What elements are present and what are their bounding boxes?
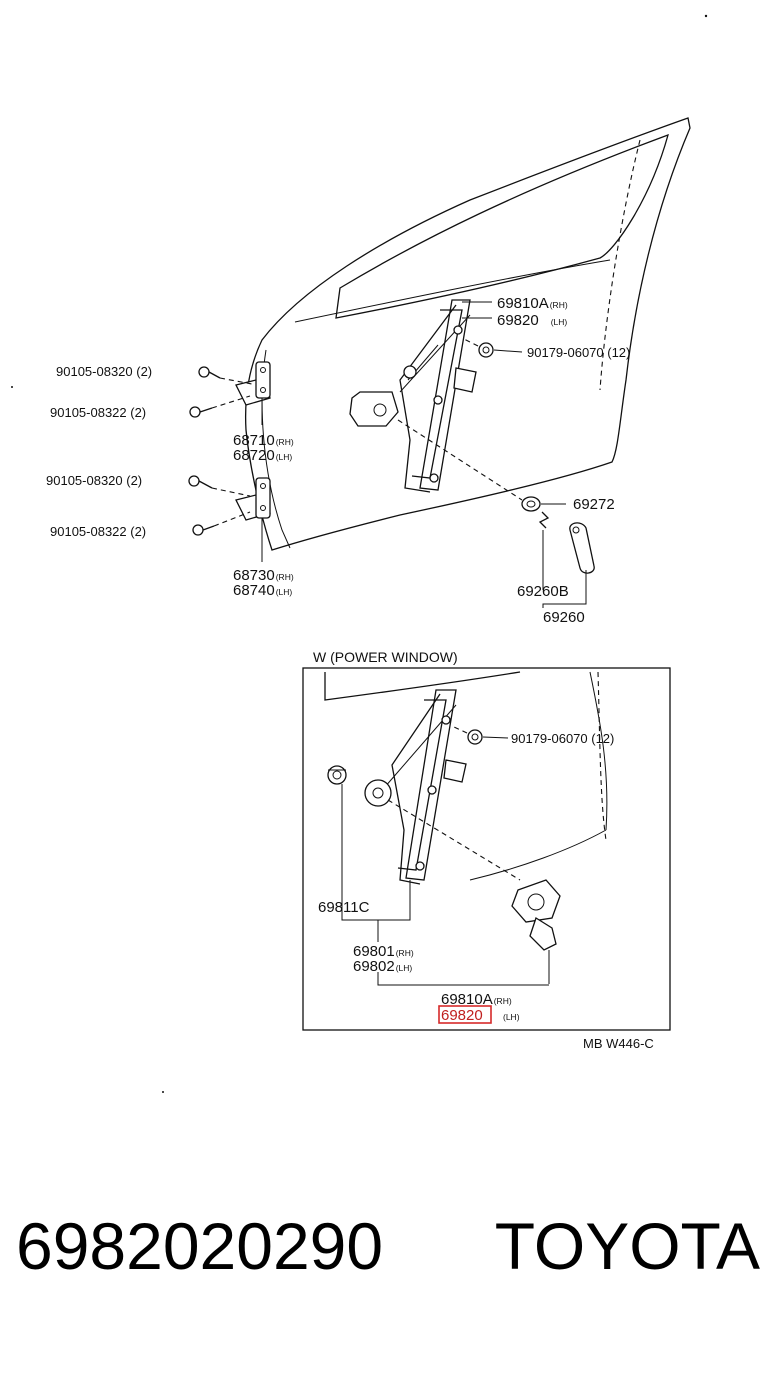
bolt-lower-b-icon xyxy=(192,511,251,536)
label-inset-regulator-rh: 69810A(RH) xyxy=(441,991,512,1008)
footer: 6982020290 TOYOTA xyxy=(0,1210,776,1330)
bolt-upper-a-icon xyxy=(198,366,253,385)
label-inset-nut: 90179-06070 (12) xyxy=(511,731,614,746)
window-regulator-power xyxy=(364,689,521,885)
diagram-code: MB W446-C xyxy=(583,1036,654,1051)
nut-upper-icon xyxy=(461,337,523,358)
label-motor-sub: 69811C xyxy=(318,899,370,916)
label-hinge-lower-lh: 68740(LH) xyxy=(233,582,292,599)
label-handle-sub: 69260B xyxy=(517,583,569,600)
label-handle: 69260 xyxy=(543,609,585,626)
washer-icon xyxy=(521,496,566,512)
label-bolt-lower-b: 90105-08322 (2) xyxy=(50,524,146,539)
label-bolt-upper-b: 90105-08322 (2) xyxy=(50,405,146,420)
diagram-drawing: 69810A(RH) 69820(LH) 90179-06070 (12) 90… xyxy=(11,14,708,1093)
inset-door-outline xyxy=(324,671,608,881)
inset-title: W (POWER WINDOW) xyxy=(313,649,458,665)
bolt-icons xyxy=(188,366,253,536)
parts-diagram: 69810A(RH) 69820(LH) 90179-06070 (12) 90… xyxy=(11,14,708,1093)
label-bolt-upper-a: 90105-08320 (2) xyxy=(56,364,152,379)
brand-name: TOYOTA xyxy=(494,1209,760,1283)
lower-hinge-icon xyxy=(235,477,271,562)
label-hinge-upper-lh: 68720(LH) xyxy=(233,447,292,464)
window-motor-icon xyxy=(511,879,561,984)
part-number: 6982020290 xyxy=(16,1209,384,1283)
label-hinge-lower-rh: 68730(RH) xyxy=(233,567,294,584)
inset-nut-icon xyxy=(451,725,509,745)
label-inset-regulator-lh-highlighted: 69820 xyxy=(441,1007,483,1024)
highlight-box xyxy=(438,1005,492,1024)
label-nut-top: 90179-06070 (12) xyxy=(527,345,630,360)
label-hinge-upper-rh: 68710(RH) xyxy=(233,432,294,449)
clip-icon xyxy=(538,511,550,590)
label-regulator-lh: 69820(LH) xyxy=(497,312,567,329)
label-regulator-rh: 69810A(RH) xyxy=(497,295,568,312)
upper-hinge-icon xyxy=(235,361,271,425)
inset-frame xyxy=(302,667,671,1031)
window-regulator-manual xyxy=(349,299,523,501)
label-inset-lh-suffix: (LH) xyxy=(503,1012,520,1022)
label-washer: 69272 xyxy=(573,496,615,513)
label-motor-lh: 69802(LH) xyxy=(353,958,412,975)
bolt-lower-a-icon xyxy=(188,475,251,497)
drum-gear-icon xyxy=(327,765,347,905)
label-motor-rh: 69801(RH) xyxy=(353,943,414,960)
window-crank-handle-icon xyxy=(542,522,595,608)
label-bolt-lower-a: 90105-08320 (2) xyxy=(46,473,142,488)
bolt-upper-b-icon xyxy=(189,395,251,418)
door-outline xyxy=(244,117,691,551)
